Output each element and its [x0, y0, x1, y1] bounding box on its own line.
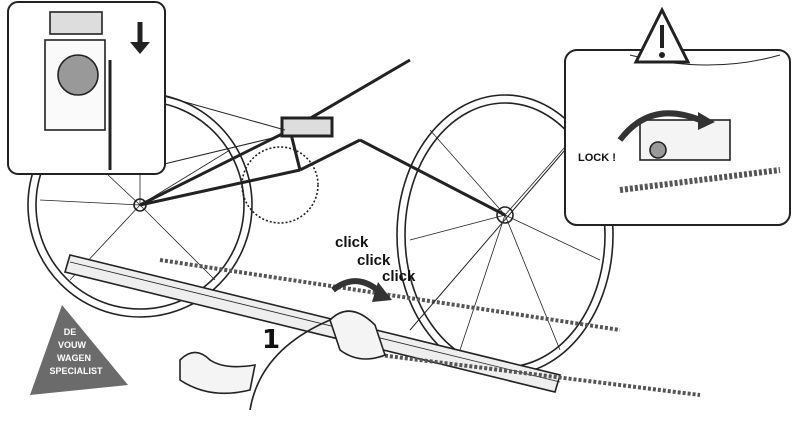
- lock-label: LOCK !: [578, 152, 616, 164]
- svg-text:WAGEN: WAGEN: [57, 353, 91, 363]
- click-label-2: click: [357, 252, 391, 269]
- step-number: 1: [262, 325, 281, 355]
- click-label-1: click: [335, 234, 369, 251]
- inset-lock-detail: [409, 6, 791, 331]
- hand: [329, 310, 386, 360]
- warning-triangle-icon: [633, 6, 691, 64]
- lock-rotate-arrow-icon: [617, 110, 702, 142]
- carrier-rail: [63, 254, 701, 397]
- svg-text:VOUW: VOUW: [58, 340, 87, 350]
- click-label-3: click: [382, 268, 416, 285]
- bike-frame: [139, 58, 506, 217]
- chainring: [241, 146, 319, 224]
- svg-text:SPECIALIST: SPECIALIST: [49, 366, 103, 376]
- logo: DE VOUW WAGEN SPECIALIST: [30, 305, 128, 395]
- svg-text:DE: DE: [64, 327, 77, 337]
- arm: [249, 319, 331, 411]
- flexed-arm-icon: [179, 351, 257, 395]
- inset-clamp-detail: [7, 1, 286, 175]
